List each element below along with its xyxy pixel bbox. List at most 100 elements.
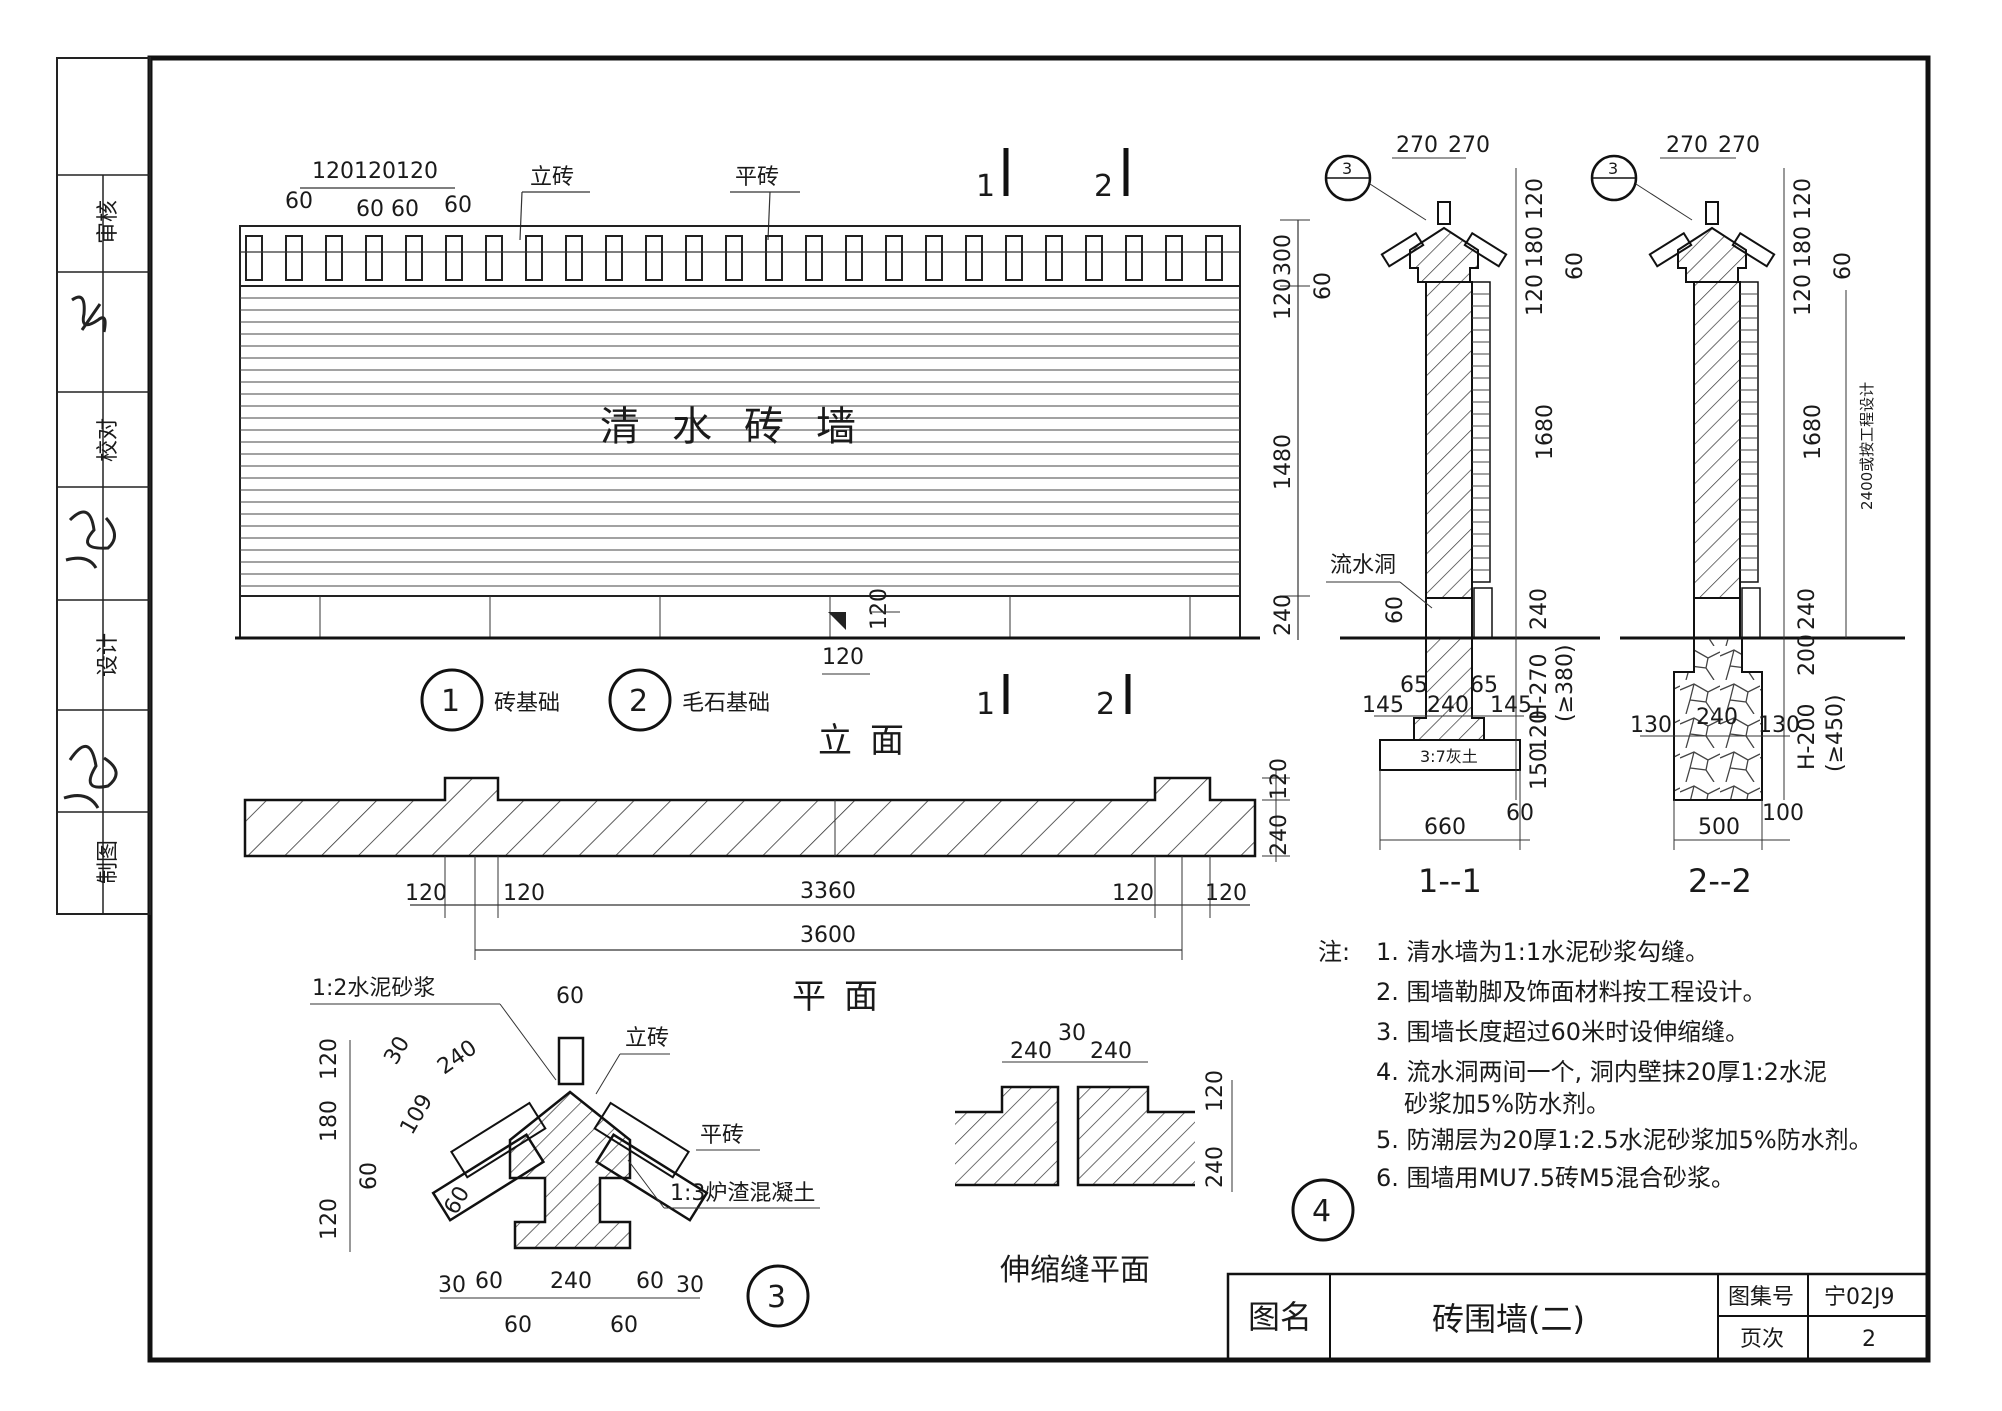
upright-brick-mark xyxy=(685,235,703,281)
d3-c60a: 60 xyxy=(504,1313,532,1338)
upright-brick-mark xyxy=(1125,235,1143,281)
s1-h120b: 120 xyxy=(1523,274,1548,316)
s2-h120b: 120 xyxy=(1791,274,1816,316)
foundation-2-label: 毛石基础 xyxy=(682,691,770,716)
foundation-2-no: 2 xyxy=(629,684,648,719)
signature-3 xyxy=(63,745,118,809)
s2-h180: 180 xyxy=(1791,226,1816,268)
flat-brick-right-2 xyxy=(593,1101,690,1179)
upright-brick-mark xyxy=(965,235,983,281)
upright-brick-mark xyxy=(605,235,623,281)
signature-1 xyxy=(71,295,107,333)
d3-b30a: 30 xyxy=(438,1273,466,1298)
section-mark-2-bottom: 2 xyxy=(1096,687,1115,722)
joint-240a: 240 xyxy=(1010,1039,1052,1064)
note-5: 5. 防潮层为20厚1:2.5水泥砂浆加5%防水剂。 xyxy=(1376,1126,1873,1154)
expansion-joint-plan: 240 30 240 120 240 伸缩缝平面 xyxy=(955,1021,1233,1288)
note-4: 4. 流水洞两间一个, 洞内壁抹20厚1:2水泥 xyxy=(1376,1058,1827,1086)
d3-30: 30 xyxy=(380,1032,416,1069)
dim-60: 60 xyxy=(1311,272,1336,300)
dim-120: 120 xyxy=(1271,278,1296,320)
s1-f240: 240 xyxy=(1427,693,1469,718)
d3-top60: 60 xyxy=(556,984,584,1009)
s2-f130b: 130 xyxy=(1758,713,1800,738)
s1-f65b: 65 xyxy=(1470,673,1498,698)
s1-f145b: 145 xyxy=(1490,693,1532,718)
elevation-title: 立面 xyxy=(818,721,922,761)
plan-d120-l2: 120 xyxy=(503,881,545,906)
upright-brick-mark xyxy=(925,235,943,281)
section-mark-2-top: 2 xyxy=(1094,169,1113,204)
plan-d3360: 3360 xyxy=(800,879,856,904)
s1-h60: 60 xyxy=(1563,252,1588,280)
plan-dim-120: 120 xyxy=(1267,758,1292,800)
s2-f130a: 130 xyxy=(1630,713,1672,738)
upright-brick-mark xyxy=(1165,235,1183,281)
notes-block: 注: 1. 清水墙为1:1水泥砂浆勾缝。 2. 围墙勒脚及饰面材料按工程设计。 … xyxy=(1291,938,1873,1242)
detail-3: 1:2水泥砂浆 60 立砖 240 30 平砖 1:3炉渣混凝土 120 180… xyxy=(310,976,820,1338)
note-6: 6. 围墙用MU7.5砖M5混合砂浆。 xyxy=(1376,1164,1735,1192)
d3-b240: 240 xyxy=(550,1269,592,1294)
dim-1480: 1480 xyxy=(1271,434,1296,490)
s1-f145a: 145 xyxy=(1362,693,1404,718)
page-label: 页次 xyxy=(1740,1327,1784,1352)
s2-h120: 120 xyxy=(1791,178,1816,220)
upright-brick-mark xyxy=(1045,235,1063,281)
dim-240: 240 xyxy=(1271,594,1296,636)
d3-240: 240 xyxy=(433,1035,482,1080)
upright-brick-mark xyxy=(245,235,263,281)
s2-title: 2--2 xyxy=(1688,862,1752,900)
s1-h1680: 1680 xyxy=(1533,404,1558,460)
section-mark-1-bottom: 1 xyxy=(976,687,995,722)
flat-brick-label: 平砖 xyxy=(735,165,779,190)
s1-f660: 660 xyxy=(1424,815,1466,840)
upright-brick-mark xyxy=(645,235,663,281)
upright-brick-mark xyxy=(365,235,383,281)
upright-brick-mark xyxy=(845,235,863,281)
s1-h240: 240 xyxy=(1527,588,1552,630)
upright-brick-mark xyxy=(1005,235,1023,281)
s2-hH2: (≥450) xyxy=(1823,694,1848,772)
plan-d120-r2: 120 xyxy=(1205,881,1247,906)
page-no: 2 xyxy=(1862,1327,1876,1352)
upright-brick-mark xyxy=(805,235,823,281)
top-dim-120s: 120120120 xyxy=(312,159,438,184)
s1-h120: 120 xyxy=(1523,178,1548,220)
s2-w270b: 270 xyxy=(1718,133,1760,158)
d3-180: 180 xyxy=(317,1100,342,1142)
s1-title: 1--1 xyxy=(1418,862,1482,900)
foundation-1-label: 砖基础 xyxy=(494,691,560,716)
foundation-1-no: 1 xyxy=(441,684,460,719)
s1-wall xyxy=(1425,281,1473,599)
atlas-no: 宁02J9 xyxy=(1824,1285,1894,1310)
d3-mortar: 1:2水泥砂浆 xyxy=(312,976,435,1001)
drawing-label: 制图 xyxy=(96,840,121,884)
s2-w270a: 270 xyxy=(1666,133,1708,158)
d3-b30b: 30 xyxy=(676,1273,704,1298)
d3-concrete: 1:3炉渣混凝土 xyxy=(670,1181,815,1206)
title-block: 图名 砖围墙(二) 图集号 宁02J9 页次 2 xyxy=(1226,1272,1930,1362)
d3-upright: 立砖 xyxy=(625,1026,669,1051)
d3-109: 109 xyxy=(396,1090,439,1139)
s2-h200: 200 xyxy=(1795,634,1820,676)
top-dim-60c: 60 xyxy=(444,193,472,218)
s1-w270a: 270 xyxy=(1396,133,1438,158)
s2-h240: 240 xyxy=(1795,588,1820,630)
upright-brick-mark xyxy=(405,235,423,281)
upright-brick-mark xyxy=(765,235,783,281)
section-2-2: 3 270 270 120 180 60 120 1680 2400或按工程设计… xyxy=(1590,133,1905,900)
s1-hH2: (≥380) xyxy=(1553,644,1578,722)
joint-240b: 240 xyxy=(1090,1039,1132,1064)
d3-b60b: 60 xyxy=(636,1269,664,1294)
design-label: 设计 xyxy=(96,633,121,677)
plan-dim-240: 240 xyxy=(1267,814,1292,856)
signature-2 xyxy=(65,510,116,569)
upright-brick-label: 立砖 xyxy=(530,165,574,190)
top-dim-60b: 60 60 xyxy=(356,197,419,222)
flat-brick-left-2 xyxy=(450,1101,547,1179)
step-dim-120-h: 120 xyxy=(822,645,864,670)
flat-brick-right xyxy=(594,1133,709,1222)
wall-courses xyxy=(240,297,1240,587)
note-4b: 砂浆加5%防水剂。 xyxy=(1404,1090,1610,1118)
